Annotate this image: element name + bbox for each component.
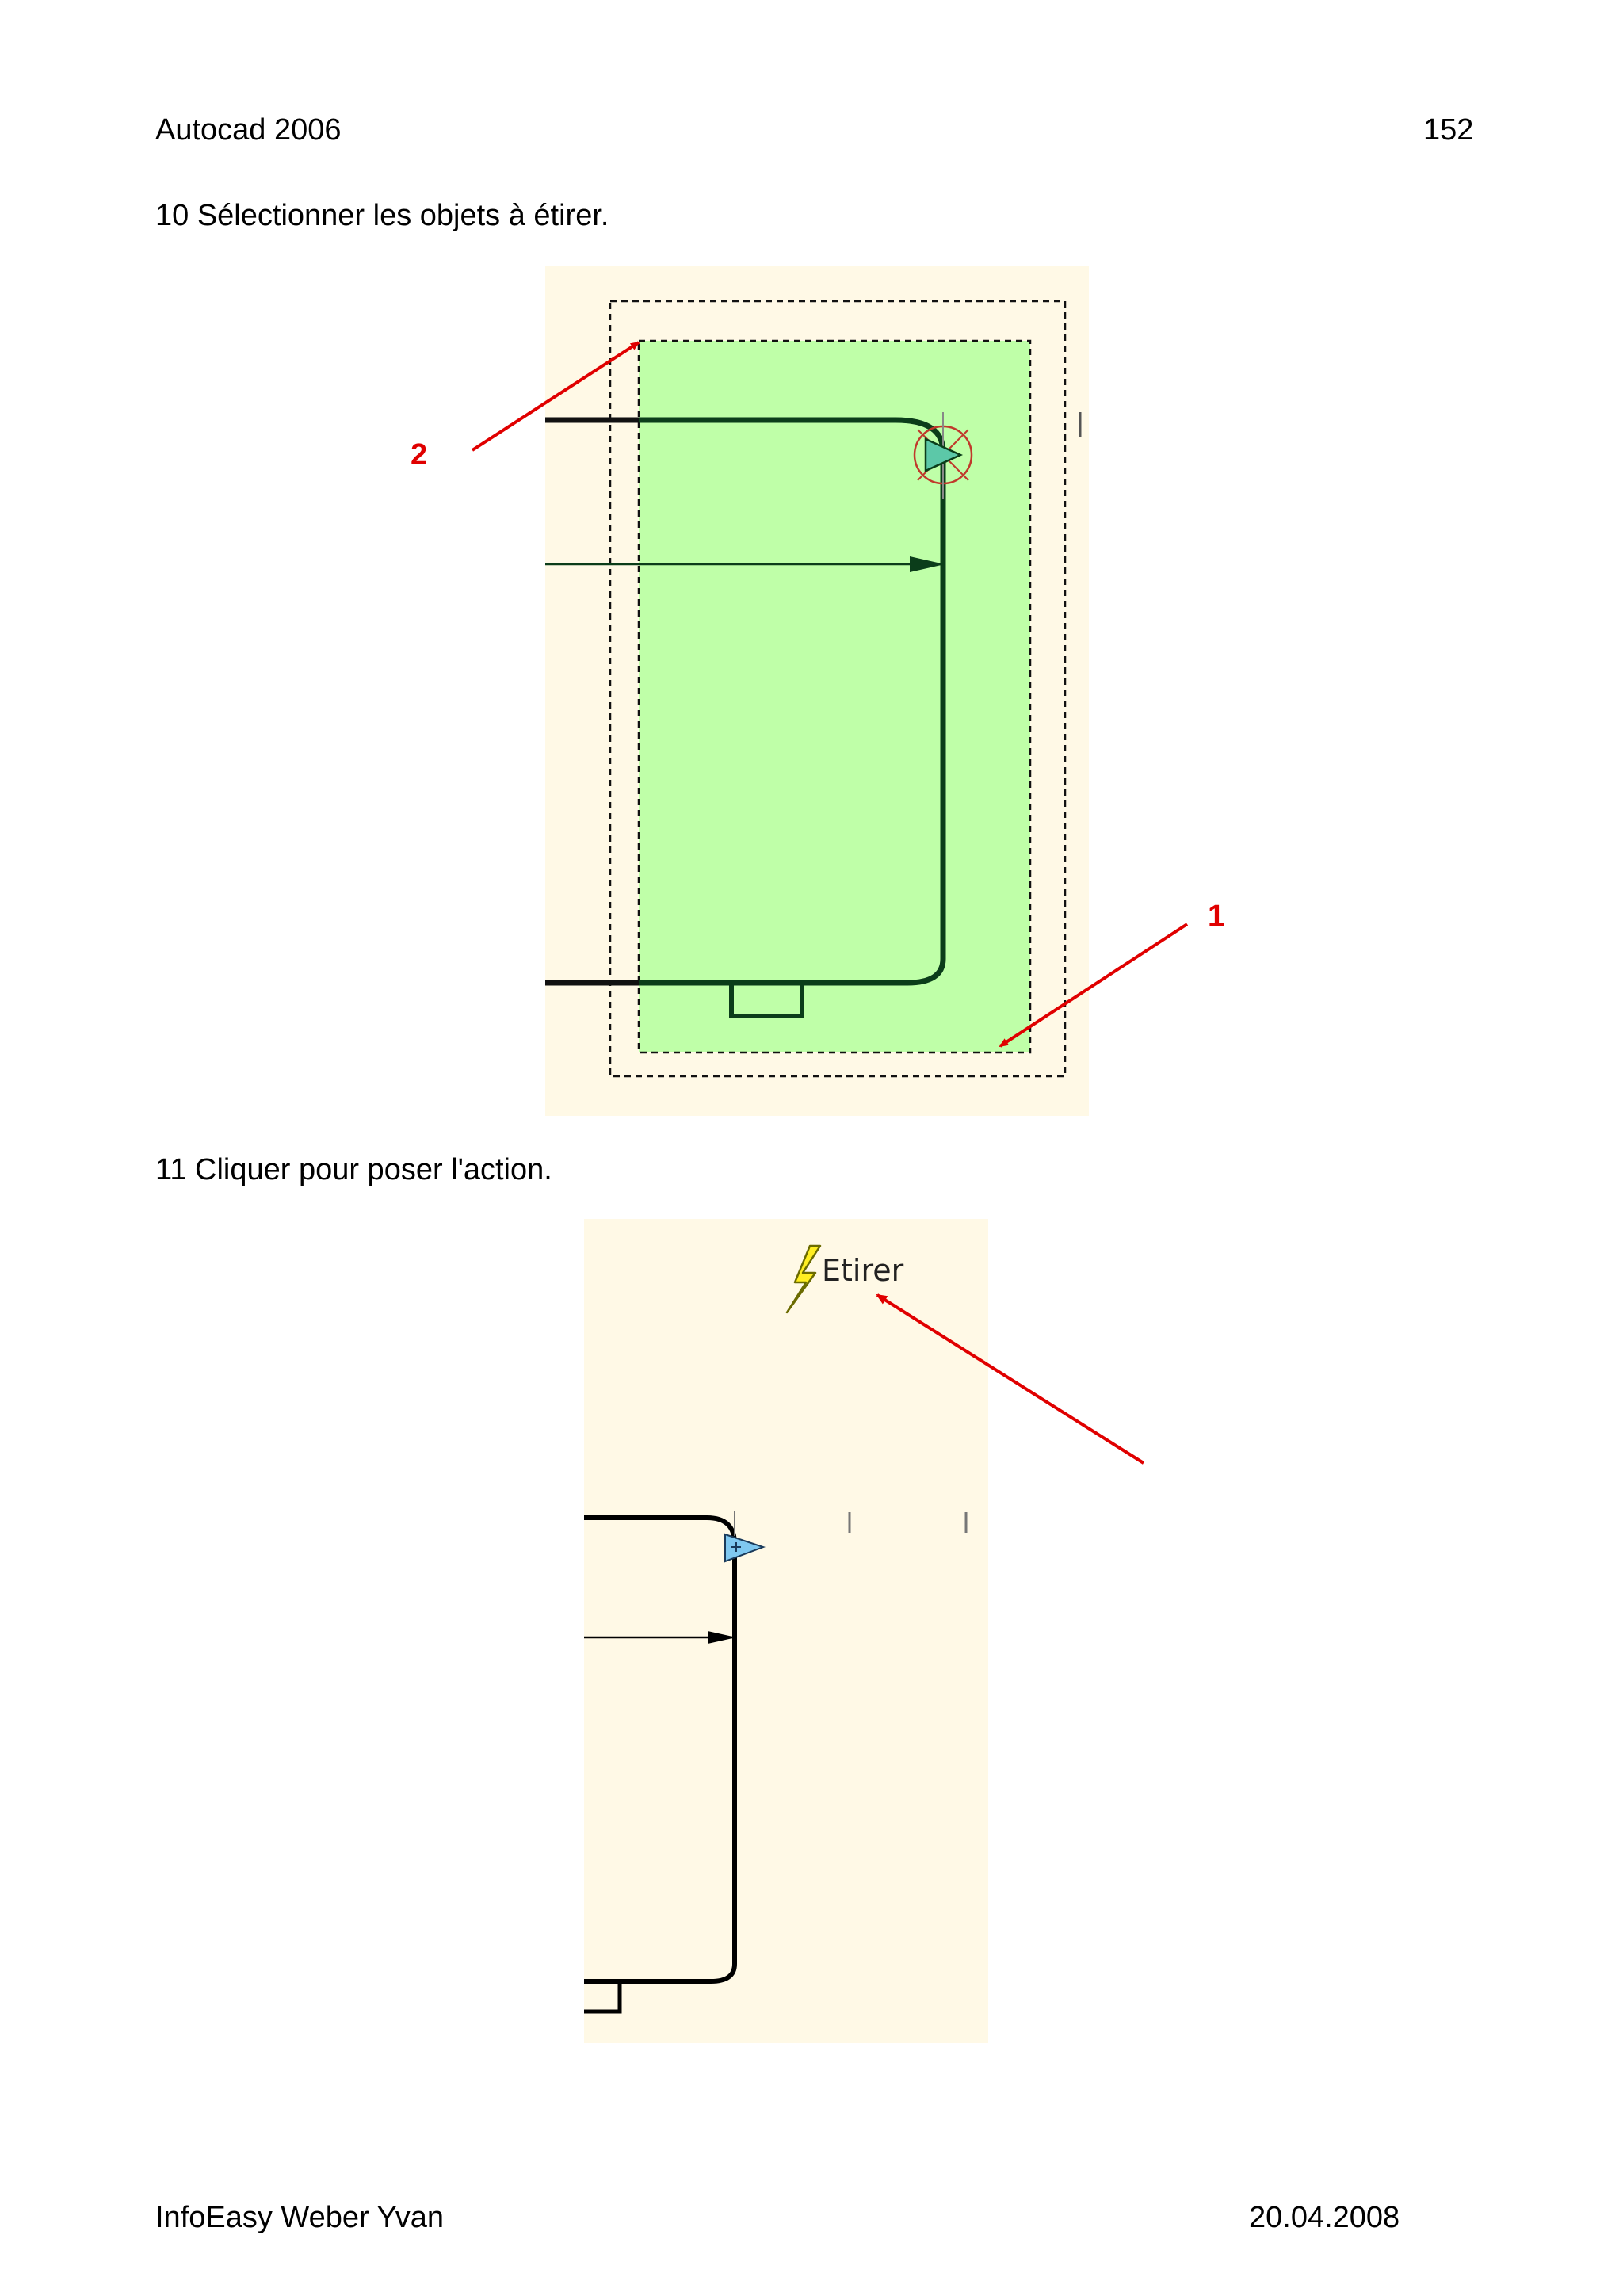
- bottom-tab-rectangle: [729, 983, 804, 1018]
- callout-arrow-etirer: [876, 1293, 1145, 1465]
- stretched-geometry-outline[interactable]: [584, 1515, 737, 1984]
- figure-place-action: Etirer: [584, 1219, 1155, 2043]
- header-title: Autocad 2006: [155, 113, 342, 147]
- outer-dashed-boundary: [609, 300, 1067, 1078]
- selection-window[interactable]: [637, 339, 1032, 1054]
- page-number: 152: [1423, 113, 1474, 147]
- action-label-etirer[interactable]: Etirer: [822, 1253, 904, 1288]
- callout-label-1: 1: [1208, 900, 1224, 933]
- step-10-text: 10 Sélectionner les objets à étirer.: [155, 199, 609, 232]
- figure-place-action-canvas: Etirer: [584, 1219, 1145, 2043]
- stretch-grip[interactable]: [913, 412, 973, 499]
- figure-select-objects-canvas: 1 2: [471, 266, 1224, 1116]
- footer-author: InfoEasy Weber Yvan: [155, 2201, 445, 2234]
- callout-label-2-text: 2: [411, 438, 428, 472]
- bottom-tab-partial: [584, 1981, 622, 2014]
- figure-select-objects: 1 2: [468, 262, 1236, 1117]
- lightning-bolt-icon[interactable]: [785, 1244, 822, 1314]
- callout-arrow-1: [999, 923, 1189, 1048]
- step-11-text: 11 Cliquer pour poser l'action.: [155, 1153, 552, 1186]
- callout-arrow-2: [471, 341, 640, 452]
- drawing-canvas-2[interactable]: [584, 1219, 988, 2043]
- stretch-grip-2[interactable]: [724, 1511, 766, 1563]
- footer-date: 20.04.2008: [1249, 2201, 1400, 2234]
